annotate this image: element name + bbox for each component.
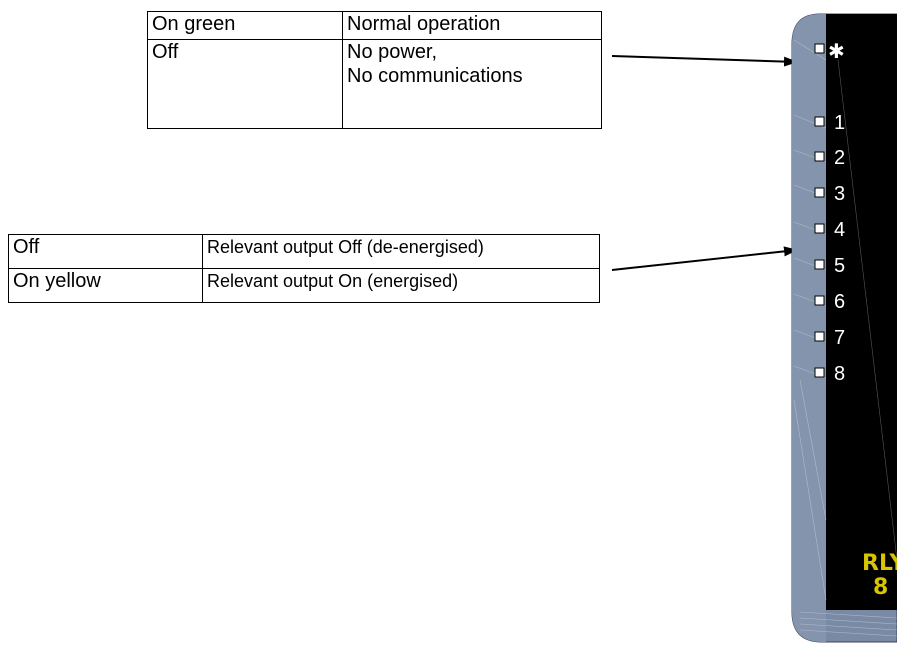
channel-label-2: 2 [834, 147, 845, 169]
model-label-line2: 8 [873, 575, 888, 600]
status-led-group: ✱ [814, 41, 845, 63]
channel-led-2 [814, 151, 825, 162]
state-cell: Off [147, 39, 343, 129]
status-led-arrow [611, 55, 798, 67]
state-cell: On yellow [8, 268, 203, 303]
relay-led-arrow [611, 246, 798, 271]
table-row: On yellow Relevant output On (energised) [8, 268, 600, 303]
channel-led-4 [814, 223, 825, 234]
model-label-line1: RLY [862, 551, 897, 576]
table-row: On green Normal operation [147, 11, 602, 40]
meaning-cell: No power, No communications [342, 39, 602, 129]
channel-label-5: 5 [834, 255, 845, 277]
channel-leds: 1 2 3 4 5 6 7 8 [814, 112, 845, 385]
meaning-cell: Relevant output On (energised) [202, 268, 600, 303]
relay-led-legend-table: Off Relevant output Off (de-energised) O… [8, 234, 600, 303]
status-led-legend-table: On green Normal operation Off No power, … [147, 11, 602, 129]
state-cell: On green [147, 11, 343, 40]
meaning-cell: Relevant output Off (de-energised) [202, 234, 600, 269]
channel-label-3: 3 [834, 183, 845, 205]
channel-label-8: 8 [834, 363, 845, 385]
relay-module [791, 13, 897, 643]
module-face [826, 14, 897, 610]
channel-label-7: 7 [834, 327, 845, 349]
channel-led-8 [814, 367, 825, 378]
status-led [814, 43, 825, 54]
status-led-symbol: ✱ [828, 41, 845, 63]
channel-led-5 [814, 259, 825, 270]
channel-led-3 [814, 187, 825, 198]
meaning-cell: Normal operation [342, 11, 602, 40]
channel-label-1: 1 [834, 112, 845, 134]
channel-led-1 [814, 116, 825, 127]
table-row: Off No power, No communications [147, 39, 602, 129]
channel-led-6 [814, 295, 825, 306]
state-cell: Off [8, 234, 203, 269]
channel-label-6: 6 [834, 291, 845, 313]
table-row: Off Relevant output Off (de-energised) [8, 234, 600, 269]
channel-label-4: 4 [834, 219, 845, 241]
channel-led-7 [814, 331, 825, 342]
